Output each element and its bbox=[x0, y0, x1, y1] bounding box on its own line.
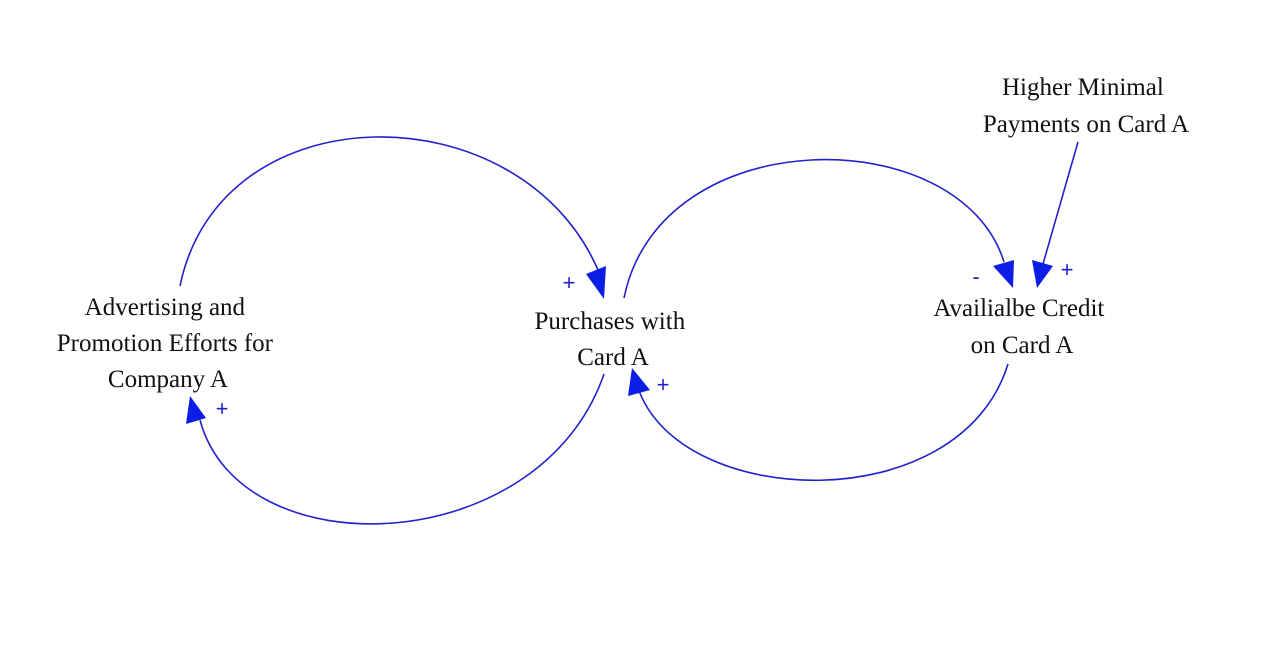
arrowhead-credit-to-purchases bbox=[628, 368, 650, 396]
node-advertising-line-3: Company A bbox=[108, 366, 228, 393]
link-advertising-to-purchases bbox=[179, 136, 599, 287]
link-credit-to-purchases bbox=[637, 363, 1009, 482]
node-credit-line-2: on Card A bbox=[971, 332, 1074, 359]
arrowhead-advertising-to-purchases bbox=[586, 266, 606, 299]
node-minimal: Higher Minimal Payments on Card A bbox=[983, 74, 1189, 138]
node-credit-line-1: Availialbe Credit bbox=[933, 295, 1104, 322]
arrowhead-purchases-to-credit bbox=[993, 260, 1014, 288]
link-minimal-to-credit bbox=[1042, 141, 1079, 265]
polarity-minimal-to-credit: + bbox=[1061, 257, 1074, 282]
polarity-purchases-to-credit: - bbox=[972, 264, 979, 289]
node-credit: Availialbe Credit on Card A bbox=[933, 295, 1110, 359]
node-purchases: Purchases with Card A bbox=[535, 308, 692, 371]
node-minimal-line-2: Payments on Card A bbox=[983, 111, 1189, 138]
link-purchases-to-advertising bbox=[199, 373, 605, 525]
polarity-purchases-to-advertising: + bbox=[216, 396, 229, 421]
node-advertising-line-2: Promotion Efforts for bbox=[57, 330, 274, 357]
arrowhead-minimal-to-credit bbox=[1032, 260, 1053, 288]
link-purchases-to-credit bbox=[623, 158, 1005, 299]
node-advertising-line-1: Advertising and bbox=[85, 294, 246, 321]
polarity-advertising-to-purchases: + bbox=[563, 270, 576, 295]
node-minimal-line-1: Higher Minimal bbox=[1002, 74, 1164, 101]
node-purchases-line-1: Purchases with bbox=[535, 308, 686, 335]
node-advertising: Advertising and Promotion Efforts for Co… bbox=[57, 294, 279, 393]
arrowhead-purchases-to-advertising bbox=[186, 396, 206, 424]
polarity-credit-to-purchases: + bbox=[657, 372, 670, 397]
node-purchases-line-2: Card A bbox=[577, 344, 649, 371]
